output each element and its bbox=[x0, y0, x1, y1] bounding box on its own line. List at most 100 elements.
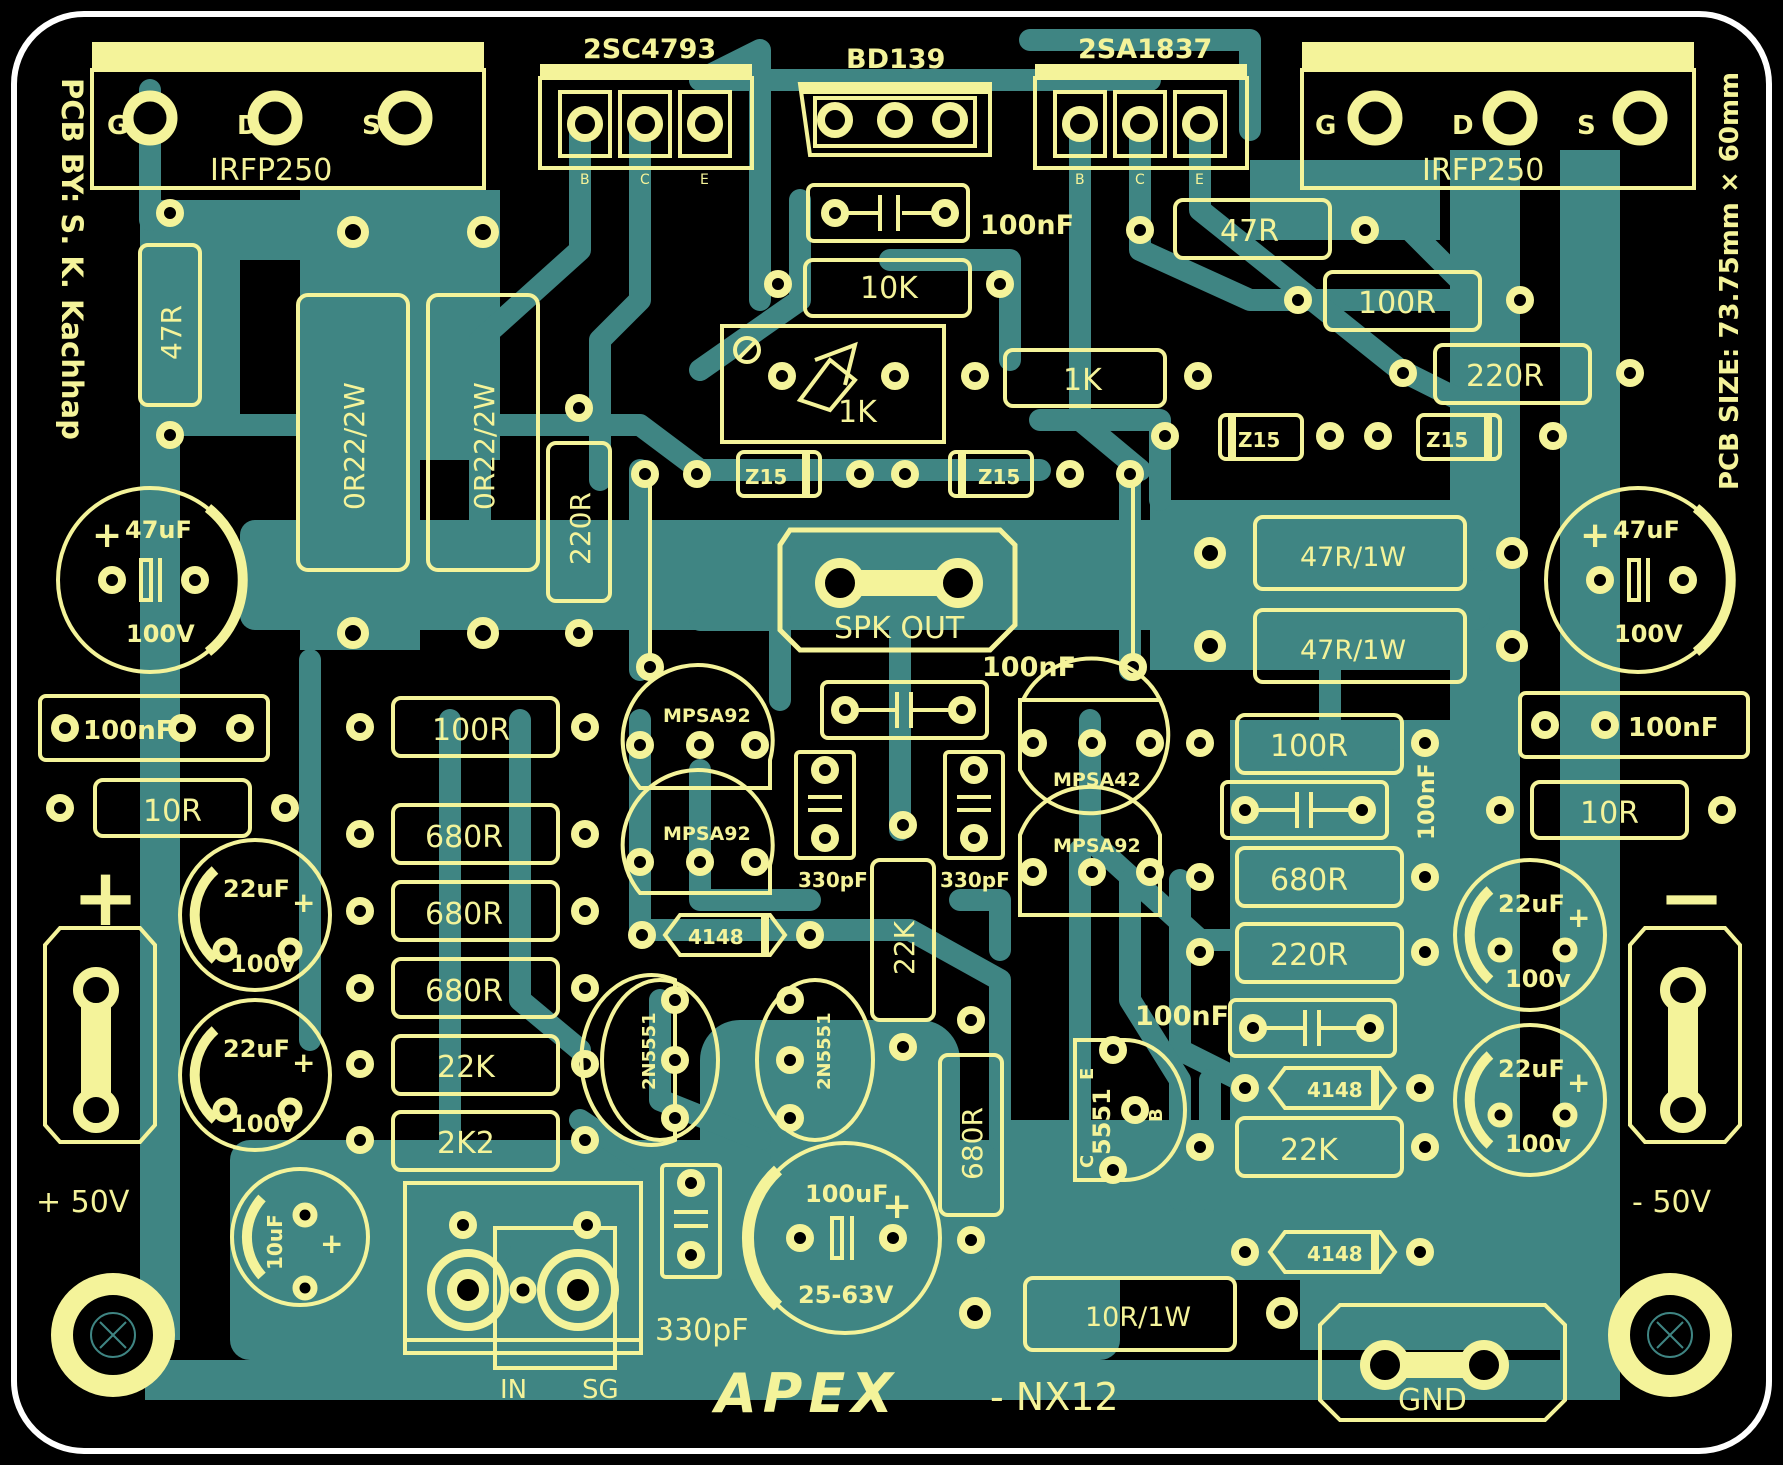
t5-label: 2N5551 bbox=[639, 1012, 660, 1090]
c22uf-r2-plus: + bbox=[1567, 1066, 1590, 1099]
t7-label: 5551 bbox=[1088, 1088, 1116, 1155]
r22k-left-label: 22K bbox=[437, 1050, 496, 1085]
r680c-label: 680R bbox=[425, 974, 503, 1009]
c47uf-left-value: 47uF bbox=[125, 516, 192, 544]
c22uf-r1-plus: + bbox=[1567, 901, 1590, 934]
zener3-label: Z15 bbox=[1238, 428, 1280, 452]
r2k2-label: 2K2 bbox=[437, 1126, 495, 1161]
diode1-label: 4148 bbox=[688, 925, 744, 949]
rsense1-label: 0R22/2W bbox=[338, 382, 371, 510]
mosfet-right-pin-d: D bbox=[1452, 111, 1474, 141]
r220-right-top-label: 220R bbox=[1466, 359, 1544, 394]
c330-bottom-label: 330pF bbox=[655, 1313, 749, 1348]
q1-pin-e: E bbox=[700, 172, 709, 188]
r22k-mid-label: 22K bbox=[888, 920, 921, 975]
c10uf-label: 10uF bbox=[263, 1214, 287, 1270]
r100-left-label: 100R bbox=[432, 713, 510, 748]
r680a-label: 680R bbox=[425, 820, 503, 855]
r100-right-label: 100R bbox=[1270, 729, 1348, 764]
spk-out-connector bbox=[777, 527, 1018, 653]
supply-terminal-pos bbox=[43, 926, 157, 1144]
r10r1w-label: 10R/1W bbox=[1085, 1302, 1191, 1333]
cap-47uf-right bbox=[1544, 486, 1736, 674]
c22uf-r2-value: 22uF bbox=[1498, 1055, 1565, 1083]
c22uf-r1-volt: 100v bbox=[1505, 965, 1571, 993]
mosfet-left-pin-s: S bbox=[362, 111, 381, 141]
q1-part: 2SC4793 bbox=[583, 34, 716, 65]
cap-100nf-right-mid bbox=[1220, 780, 1389, 840]
q3-pin-b: B bbox=[1075, 172, 1085, 188]
pcb-size-text: PCB SIZE: 73.75mm × 60mm bbox=[1715, 72, 1745, 490]
spk-out-label: SPK OUT bbox=[834, 611, 965, 646]
c47uf-right-value: 47uF bbox=[1613, 516, 1680, 544]
r100-right-top-label: 100R bbox=[1358, 286, 1436, 321]
c100nf-mid-label: 100nF bbox=[982, 652, 1076, 683]
neg-sign: − bbox=[1658, 851, 1725, 944]
r680b-label: 680R bbox=[425, 897, 503, 932]
copper-layer bbox=[140, 150, 1620, 1400]
r220-right-label: 220R bbox=[1270, 938, 1348, 973]
diode3-label: 4148 bbox=[1307, 1242, 1363, 1266]
cap-10uf bbox=[230, 1167, 370, 1307]
c100nf-left-label: 100nF bbox=[83, 716, 174, 746]
neg-supply-label: - 50V bbox=[1632, 1185, 1712, 1220]
t3-label: MPSA42 bbox=[1053, 769, 1141, 791]
diode2-label: 4148 bbox=[1307, 1078, 1363, 1102]
pos-supply-label: + 50V bbox=[36, 1185, 130, 1220]
c22uf-l2-value: 22uF bbox=[223, 1035, 290, 1063]
cap-100nf-side bbox=[38, 691, 1750, 762]
q1-pin-c: C bbox=[640, 172, 650, 188]
r47-left-label: 47R bbox=[155, 305, 188, 360]
diodes-4148 bbox=[628, 913, 1434, 1274]
r680-mid-label: 680R bbox=[956, 1107, 989, 1180]
gnd-label: GND bbox=[1398, 1383, 1467, 1418]
r47r1w-a-label: 47R/1W bbox=[1300, 542, 1406, 573]
cap-330pf-pair bbox=[794, 750, 1005, 860]
mosfet-right-pin-g: G bbox=[1315, 111, 1336, 141]
pos-sign: + bbox=[72, 851, 139, 944]
rsense2-label: 0R22/2W bbox=[468, 382, 501, 510]
trim-label: 1K bbox=[838, 395, 878, 430]
c100uf-value: 100uF bbox=[805, 1180, 889, 1208]
r1k-label: 1K bbox=[1063, 363, 1103, 398]
supply-terminal-neg bbox=[1628, 926, 1742, 1144]
r680-right-label: 680R bbox=[1270, 863, 1348, 898]
cap-100nf-mid bbox=[820, 680, 989, 740]
transistor-2sa1837 bbox=[1033, 64, 1249, 170]
q1-pin-b: B bbox=[580, 172, 590, 188]
r220-left-label: 220R bbox=[564, 492, 597, 565]
c47uf-left-volt: 100V bbox=[126, 620, 195, 648]
r10-right-label: 10R bbox=[1580, 796, 1639, 831]
c100nf-top-label: 100nF bbox=[980, 210, 1074, 241]
trimmer-1k bbox=[720, 324, 946, 444]
r10-left-label: 10R bbox=[143, 794, 202, 829]
r47-right-label: 47R bbox=[1220, 214, 1279, 249]
zener2-label: Z15 bbox=[978, 465, 1020, 489]
cap-100nf-low bbox=[1228, 998, 1397, 1058]
t7-pin-e: E bbox=[1077, 1068, 1098, 1080]
sg-label: SG bbox=[582, 1375, 619, 1405]
t7-pin-c: C bbox=[1077, 1155, 1098, 1168]
mosfet-right-pin-s: S bbox=[1577, 111, 1596, 141]
c22uf-l2-plus: + bbox=[292, 1046, 315, 1079]
r22k-right-label: 22K bbox=[1280, 1133, 1339, 1168]
c22uf-l1-plus: + bbox=[292, 886, 315, 919]
resistors-horizontal bbox=[46, 198, 1736, 1352]
brand-logo: APEX bbox=[711, 1362, 899, 1425]
q3-part: 2SA1837 bbox=[1078, 34, 1212, 65]
input-connector bbox=[403, 1181, 643, 1370]
q2-part: BD139 bbox=[846, 44, 945, 75]
cap-100uf bbox=[741, 1141, 942, 1335]
resistors-vertical bbox=[138, 199, 1004, 1254]
c10uf-plus: + bbox=[320, 1227, 343, 1260]
t7-pin-b: B bbox=[1146, 1108, 1167, 1122]
t2-label: MPSA92 bbox=[663, 823, 751, 845]
mosfet-left-part: IRFP250 bbox=[210, 153, 332, 188]
r47r1w-b-label: 47R/1W bbox=[1300, 635, 1406, 666]
cap-47uf-left bbox=[56, 486, 248, 674]
c22uf-r1-value: 22uF bbox=[1498, 890, 1565, 918]
r10k-label: 10K bbox=[860, 271, 919, 306]
c100uf-plus: + bbox=[882, 1186, 912, 1227]
c100nf-vert-label: 100nF bbox=[1415, 763, 1440, 840]
q3-pin-c: C bbox=[1135, 172, 1145, 188]
